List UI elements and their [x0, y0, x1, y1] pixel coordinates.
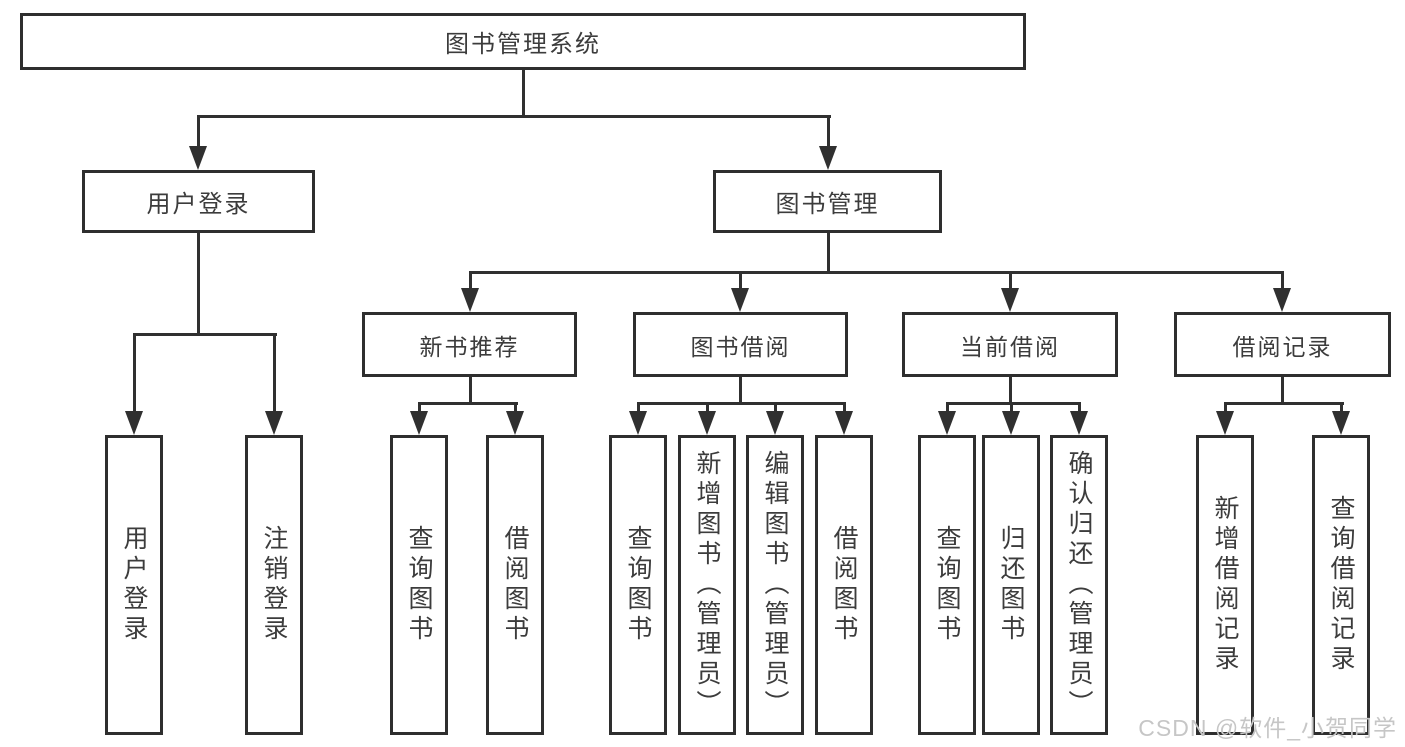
node-leaf-borrow-books: 借阅图书 — [815, 435, 873, 735]
node-leaf-add-book-admin: 新增图书（管理员） — [678, 435, 736, 735]
connector-borrow-stem — [739, 377, 742, 405]
connector-book-mgmt-stem — [827, 233, 830, 274]
arrow-down-icon — [1070, 411, 1088, 435]
connector-arrow-shaft — [827, 115, 830, 150]
arrow-down-icon — [1332, 411, 1350, 435]
connector-arrow-shaft — [1340, 402, 1343, 415]
connector-book-mgmt-bar — [469, 271, 1284, 274]
node-borrow-records: 借阅记录 — [1174, 312, 1391, 377]
node-leaf-query-books-borrow: 查询图书 — [609, 435, 667, 735]
arrow-down-icon — [766, 411, 784, 435]
node-library-management-system: 图书管理系统 — [20, 13, 1026, 70]
arrow-down-icon — [1216, 411, 1234, 435]
connector-arrow-shaft — [774, 402, 777, 415]
connector-root-stem — [522, 70, 525, 118]
connector-arrow-shaft — [1010, 402, 1013, 415]
arrow-down-icon — [819, 146, 837, 170]
connector-arrow-shaft — [469, 271, 472, 291]
arrow-down-icon — [1001, 288, 1019, 312]
node-leaf-borrow-books-recommend: 借阅图书 — [486, 435, 544, 735]
csdn-watermark: CSDN @软件_小贺同学 — [1138, 715, 1397, 741]
arrow-down-icon — [938, 411, 956, 435]
arrow-down-icon — [125, 411, 143, 435]
arrow-down-icon — [698, 411, 716, 435]
node-leaf-return-book: 归还图书 — [982, 435, 1040, 735]
node-user-login: 用户登录 — [82, 170, 315, 233]
connector-records-stem — [1281, 377, 1284, 405]
node-leaf-edit-book-admin: 编辑图书（管理员） — [746, 435, 804, 735]
connector-arrow-shaft — [739, 271, 742, 291]
connector-recommend-stem — [469, 377, 472, 405]
node-leaf-query-books-current: 查询图书 — [918, 435, 976, 735]
node-leaf-query-borrow-record: 查询借阅记录 — [1312, 435, 1370, 735]
connector-arrow-shaft — [273, 333, 276, 415]
node-current-borrow: 当前借阅 — [902, 312, 1118, 377]
arrow-down-icon — [835, 411, 853, 435]
connector-arrow-shaft — [1009, 271, 1012, 291]
connector-arrow-shaft — [843, 402, 846, 415]
arrow-down-icon — [189, 146, 207, 170]
connector-arrow-shaft — [637, 402, 640, 415]
connector-arrow-shaft — [197, 115, 200, 150]
node-leaf-user-login: 用户登录 — [105, 435, 163, 735]
connector-root-bar — [197, 115, 831, 118]
arrow-down-icon — [731, 288, 749, 312]
node-book-management: 图书管理 — [713, 170, 942, 233]
arrow-down-icon — [265, 411, 283, 435]
connector-arrow-shaft — [418, 402, 421, 415]
arrow-down-icon — [461, 288, 479, 312]
arrow-down-icon — [410, 411, 428, 435]
connector-current-bar — [946, 402, 1081, 405]
arrow-down-icon — [1002, 411, 1020, 435]
node-leaf-confirm-return-admin: 确认归还（管理员） — [1050, 435, 1108, 735]
connector-arrow-shaft — [706, 402, 709, 415]
connector-arrow-shaft — [946, 402, 949, 415]
arrow-down-icon — [1273, 288, 1291, 312]
connector-arrow-shaft — [1224, 402, 1227, 415]
node-leaf-query-books-recommend: 查询图书 — [390, 435, 448, 735]
arrow-down-icon — [629, 411, 647, 435]
connector-current-stem — [1009, 377, 1012, 405]
connector-arrow-shaft — [1281, 271, 1284, 291]
connector-user-login-bar — [133, 333, 277, 336]
connector-arrow-shaft — [1078, 402, 1081, 415]
connector-user-login-stem — [197, 233, 200, 336]
node-book-borrow: 图书借阅 — [633, 312, 848, 377]
connector-borrow-bar — [637, 402, 846, 405]
connector-arrow-shaft — [514, 402, 517, 415]
node-new-book-recommend: 新书推荐 — [362, 312, 577, 377]
node-leaf-add-borrow-record: 新增借阅记录 — [1196, 435, 1254, 735]
connector-recommend-bar — [418, 402, 518, 405]
arrow-down-icon — [506, 411, 524, 435]
node-leaf-logout: 注销登录 — [245, 435, 303, 735]
connector-arrow-shaft — [133, 333, 136, 415]
connector-records-bar — [1224, 402, 1344, 405]
